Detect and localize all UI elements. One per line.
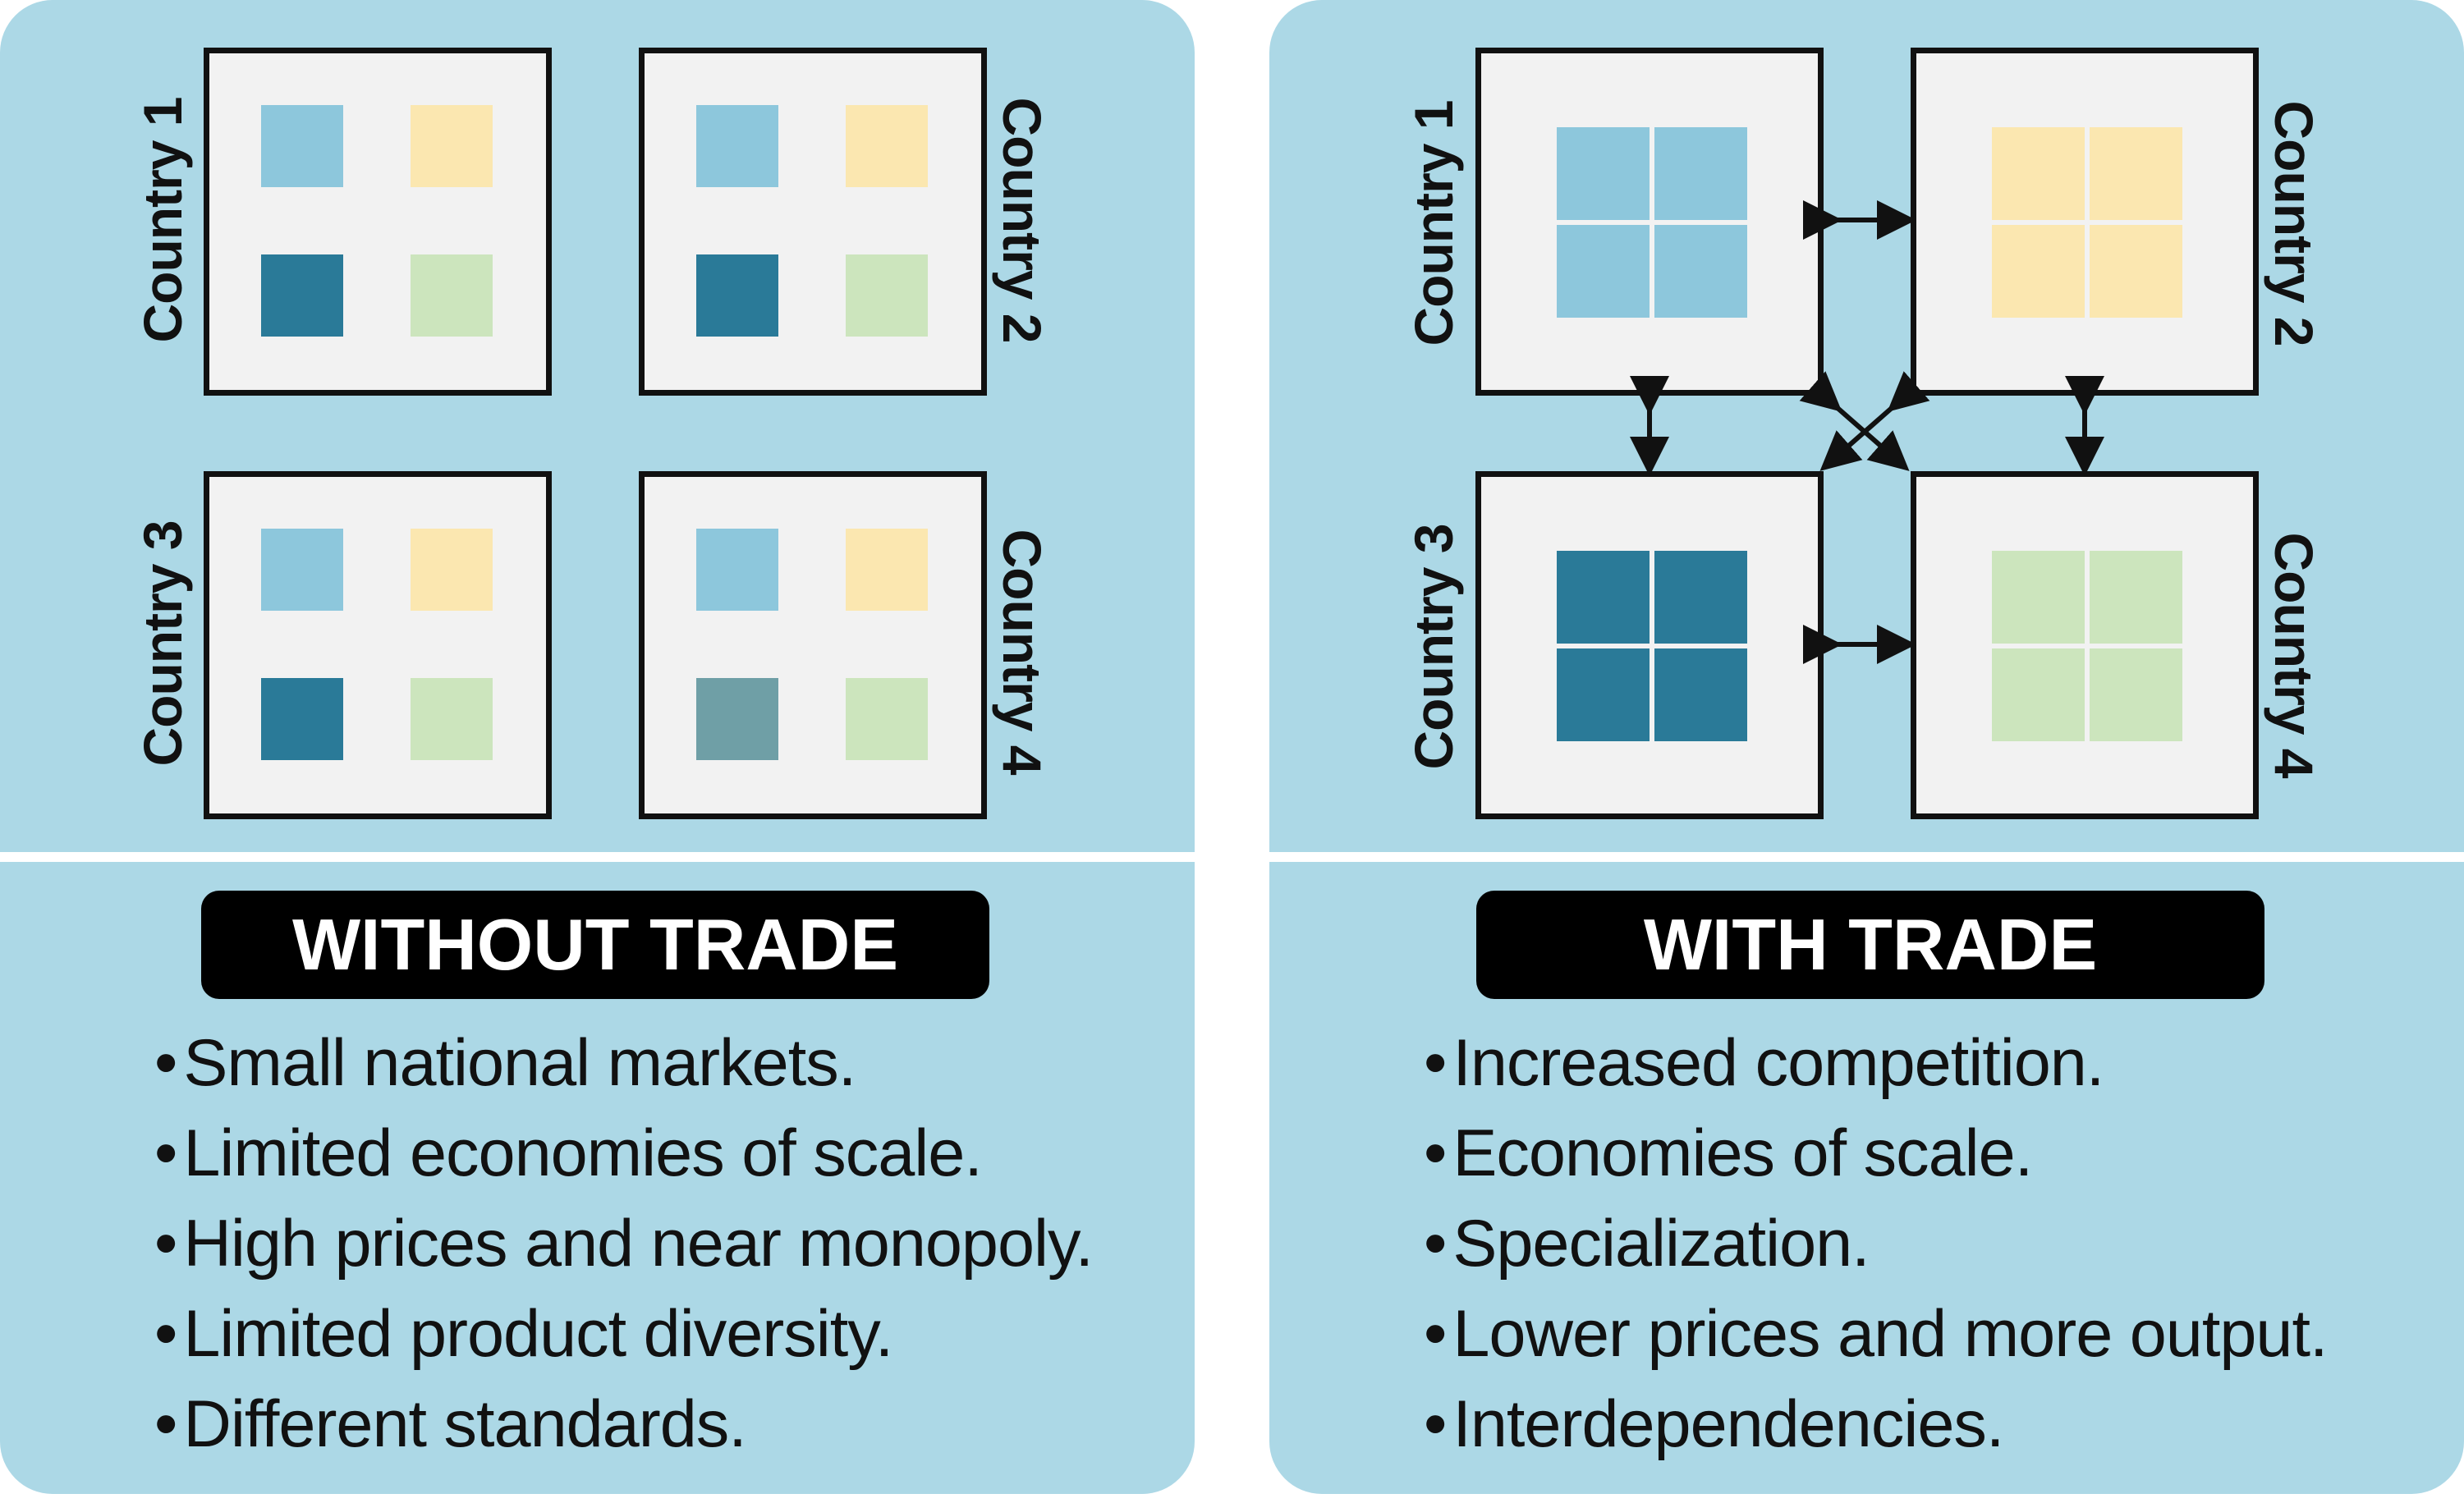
product-square — [1992, 551, 2085, 644]
product-square — [2090, 551, 2182, 644]
product-square — [2090, 225, 2182, 318]
product-square — [411, 254, 493, 337]
product-square — [696, 529, 778, 611]
list-item: •Different standards. — [154, 1379, 1093, 1469]
specialized-product-grid — [1557, 127, 1747, 318]
country-3-box — [204, 471, 552, 819]
list-item-text: Specialization. — [1452, 1207, 1870, 1281]
panel-divider — [1269, 852, 2464, 862]
product-square — [1992, 127, 2085, 220]
bullet-icon: • — [1424, 1387, 1447, 1461]
product-square — [846, 254, 928, 337]
list-item-text: High prices and near monopoly. — [183, 1207, 1094, 1281]
country-1-label: Country 1 — [132, 97, 193, 343]
product-square — [411, 678, 493, 760]
product-square — [1557, 225, 1650, 318]
trade-arrow-2-3 — [1819, 371, 1930, 471]
without-trade-title: WITHOUT TRADE — [201, 891, 989, 999]
list-item: •Specialization. — [1424, 1198, 2327, 1289]
list-item: •Limited product diversity. — [154, 1289, 1093, 1379]
product-square — [1654, 225, 1747, 318]
list-item-text: Limited economies of scale. — [183, 1116, 982, 1190]
product-square — [261, 105, 343, 187]
product-square — [846, 678, 928, 760]
bullet-icon: • — [1424, 1297, 1447, 1371]
product-square — [846, 105, 928, 187]
product-square — [696, 678, 778, 760]
list-item: •Small national markets. — [154, 1018, 1093, 1108]
country-4-label: Country 4 — [992, 529, 1053, 775]
list-item: •High prices and near monopoly. — [154, 1198, 1094, 1289]
country-2-box — [1911, 48, 2259, 396]
specialized-product-grid — [1992, 551, 2182, 741]
bullet-icon: • — [1424, 1116, 1447, 1190]
country-2-box — [639, 48, 987, 396]
list-item-text: Different standards. — [183, 1387, 746, 1461]
list-item: •Lower prices and more output. — [1424, 1289, 2328, 1379]
list-item: •Increased competition. — [1424, 1018, 2327, 1108]
product-square — [1654, 127, 1747, 220]
product-square — [411, 105, 493, 187]
bullet-icon: • — [1424, 1026, 1447, 1100]
product-square — [846, 529, 928, 611]
product-square — [261, 529, 343, 611]
country-3-label: Country 3 — [132, 520, 193, 767]
bullet-icon: • — [154, 1387, 177, 1461]
bullet-icon: • — [1424, 1207, 1447, 1281]
product-square — [696, 105, 778, 187]
trade-arrows — [1630, 200, 2104, 664]
list-item-text: Interdependencies. — [1452, 1387, 2004, 1461]
product-square — [411, 529, 493, 611]
specialized-product-grid — [1992, 127, 2182, 318]
specialized-product-grid — [1557, 551, 1747, 741]
list-item-text: Increased competition. — [1452, 1026, 2104, 1100]
without-trade-list: •Small national markets. •Limited econom… — [154, 1018, 1094, 1469]
with-trade-list: •Increased competition. •Economies of sc… — [1424, 1018, 2328, 1469]
product-square — [1992, 648, 2085, 741]
country-4-box — [639, 471, 987, 819]
list-item: •Economies of scale. — [1424, 1108, 2327, 1198]
product-square — [1557, 127, 1650, 220]
bullet-icon: • — [154, 1026, 177, 1100]
product-square — [261, 678, 343, 760]
product-square — [1654, 648, 1747, 741]
product-square — [2090, 648, 2182, 741]
product-square — [2090, 127, 2182, 220]
country-2-label: Country 2 — [992, 97, 1053, 343]
product-square — [1654, 551, 1747, 644]
without-trade-panel: Country 1 Country 2 Country 3 Country 4 … — [0, 0, 1195, 1494]
list-item-text: Limited product diversity. — [183, 1297, 893, 1371]
list-item: •Limited economies of scale. — [154, 1108, 1093, 1198]
product-square — [1992, 225, 2085, 318]
product-square — [1557, 551, 1650, 644]
bullet-icon: • — [154, 1207, 177, 1281]
product-square — [1557, 648, 1650, 741]
bullet-icon: • — [154, 1297, 177, 1371]
product-square — [261, 254, 343, 337]
list-item: •Interdependencies. — [1424, 1379, 2327, 1469]
country-1-box — [1475, 48, 1824, 396]
list-item-text: Economies of scale. — [1452, 1116, 2033, 1190]
panel-divider — [0, 852, 1195, 862]
bullet-icon: • — [154, 1116, 177, 1190]
with-trade-panel: Country 1 Country 2 Country 3 Country 4 — [1269, 0, 2464, 1494]
product-square — [696, 254, 778, 337]
country-3-box — [1475, 471, 1824, 819]
country-1-box — [204, 48, 552, 396]
with-trade-title: WITH TRADE — [1476, 891, 2264, 999]
list-item-text: Lower prices and more output. — [1452, 1297, 2328, 1371]
list-item-text: Small national markets. — [183, 1026, 856, 1100]
